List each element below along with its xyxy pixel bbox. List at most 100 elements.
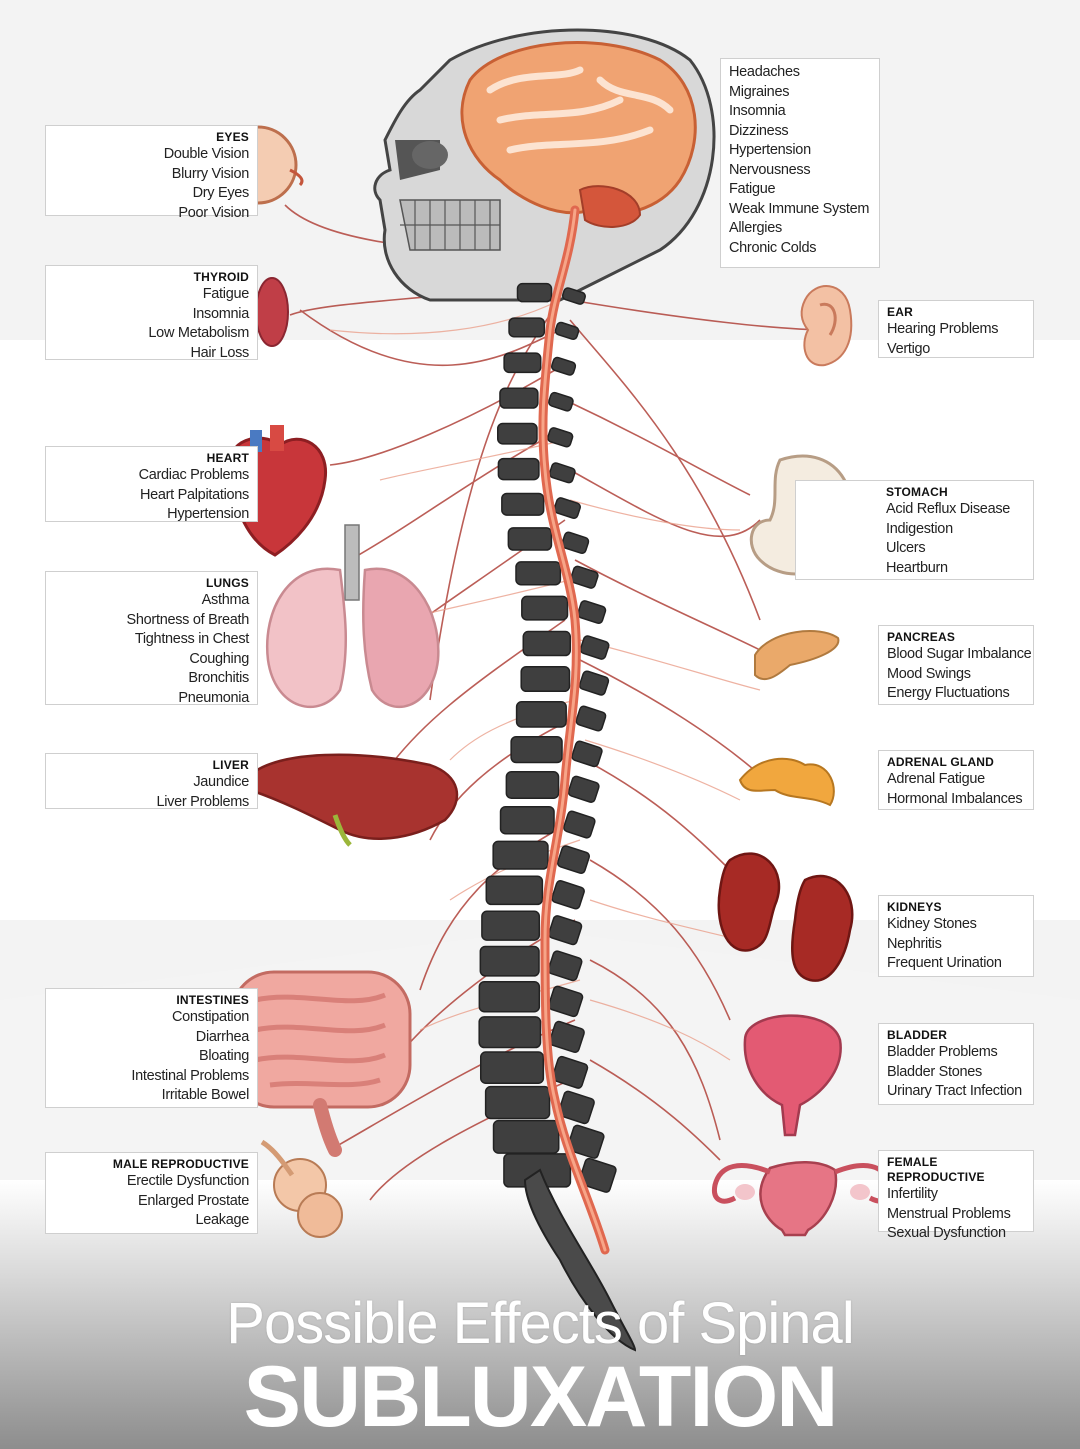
vertebra-process xyxy=(577,600,607,625)
adrenal-item: Adrenal Fatigue xyxy=(887,771,985,787)
male-reproductive-item: Enlarged Prostate xyxy=(138,1192,249,1209)
heart-box: HEART Cardiac Problems Heart Palpitation… xyxy=(45,446,258,522)
vertebra xyxy=(485,875,544,906)
liver-item: Jaundice xyxy=(193,774,249,790)
vertebra-process xyxy=(570,565,599,589)
female-reproductive-heading: FEMALE REPRODUCTIVE xyxy=(887,1155,985,1184)
intestines-item: Intestinal Problems xyxy=(131,1067,249,1084)
thyroid-item: Insomnia xyxy=(192,305,250,322)
brain-item: Weak Immune System xyxy=(729,200,870,217)
eyes-item: Double Vision xyxy=(163,146,250,162)
vertebra-process xyxy=(571,740,603,768)
vertebra xyxy=(497,457,540,481)
vertebra xyxy=(522,630,572,657)
vertebra xyxy=(516,282,553,303)
vertebra xyxy=(497,422,538,445)
sacrum xyxy=(523,1168,637,1352)
brain-item: Headaches xyxy=(729,64,800,80)
pancreas-item: Energy Fluctuations xyxy=(887,685,1010,701)
thyroid-heading: THYROID xyxy=(193,270,249,284)
vertebra-process xyxy=(557,1090,595,1125)
liver-item: Liver Problems xyxy=(156,793,250,810)
adrenal-item: Hormonal Imbalances xyxy=(887,790,1023,807)
bladder-box: BLADDER Bladder Problems Bladder Stones … xyxy=(878,1023,1034,1105)
vertebra-process xyxy=(550,356,577,376)
liver-illustration xyxy=(248,753,459,847)
vertebra xyxy=(478,980,541,1013)
female-reproductive-illustration xyxy=(711,1160,894,1237)
male-reproductive-item: Leakage xyxy=(195,1212,249,1228)
intestines-heading: INTESTINES xyxy=(176,993,249,1007)
adrenal-box: ADRENAL GLAND Adrenal Fatigue Hormonal I… xyxy=(878,750,1034,810)
lungs-item: Pneumonia xyxy=(178,689,249,706)
intestines-item: Irritable Bowel xyxy=(161,1087,250,1103)
kidneys-box: KIDNEYS Kidney Stones Nephritis Frequent… xyxy=(878,895,1034,977)
ear-item: Vertigo xyxy=(887,340,931,357)
brain-item: Dizziness xyxy=(729,122,789,139)
brain-item: Insomnia xyxy=(729,103,786,119)
vertebra-process xyxy=(561,531,590,555)
pancreas-illustration xyxy=(754,630,840,681)
adrenal-illustration xyxy=(738,757,835,807)
heart-item: Cardiac Problems xyxy=(138,467,250,483)
brain-item: Migraines xyxy=(729,83,790,100)
vertebra xyxy=(478,1016,542,1049)
kidneys-item: Frequent Urination xyxy=(887,955,1002,971)
eyes-item: Poor Vision xyxy=(178,204,249,221)
intestines-item: Bloating xyxy=(199,1048,249,1064)
female-reproductive-item: Menstrual Problems xyxy=(887,1205,1011,1222)
vertebra-process xyxy=(578,1157,617,1193)
bladder-illustration xyxy=(743,1014,842,1137)
bladder-heading: BLADDER xyxy=(887,1028,948,1042)
lungs-item: Shortness of Breath xyxy=(126,611,250,628)
vertebra xyxy=(508,317,546,338)
vertebra xyxy=(481,910,541,941)
ear-box: EAR Hearing Problems Vertigo xyxy=(878,300,1034,358)
eyes-item: Blurry Vision xyxy=(171,165,250,182)
brain-box: Headaches Migraines Insomnia Dizziness H… xyxy=(720,58,880,268)
vertebra xyxy=(499,805,555,835)
vertebra-process xyxy=(563,810,596,839)
pancreas-box: PANCREAS Blood Sugar Imbalance Mood Swin… xyxy=(878,625,1034,705)
brain xyxy=(460,41,697,228)
vertebra-process xyxy=(548,462,576,484)
vertebra xyxy=(492,1119,560,1154)
kidneys-item: Nephritis xyxy=(887,935,942,952)
intestines-item: Diarrhea xyxy=(195,1028,250,1045)
female-reproductive-box: FEMALE REPRODUCTIVE Infertility Menstrua… xyxy=(878,1150,1034,1241)
vertebra-process xyxy=(551,880,585,910)
vertebra xyxy=(505,771,560,799)
vertebra-process xyxy=(551,1055,589,1089)
thyroid-item: Low Metabolism xyxy=(148,325,249,341)
thyroid-item: Fatigue xyxy=(202,286,250,302)
lungs-item: Tightness in Chest xyxy=(134,631,249,647)
eyes-heading: EYES xyxy=(216,130,249,144)
title-line-1: Possible Effects of Spinal xyxy=(226,1291,854,1356)
kidneys-heading: KIDNEYS xyxy=(887,900,942,914)
stomach-item: Acid Reflux Disease xyxy=(886,501,1011,517)
brain-item: Nervousness xyxy=(729,161,811,178)
vertebra-process xyxy=(566,1124,605,1159)
female-reproductive-item: Sexual Dysfunction xyxy=(887,1225,1006,1241)
heart-item: Hypertension xyxy=(167,506,249,522)
lungs-item: Bronchitis xyxy=(188,670,249,686)
bladder-item: Bladder Problems xyxy=(887,1044,998,1060)
liver-box: LIVER Jaundice Liver Problems xyxy=(45,753,258,810)
eyes-box: EYES Double Vision Blurry Vision Dry Eye… xyxy=(45,125,258,221)
vertebral-column xyxy=(478,282,617,1193)
vertebra-process xyxy=(579,635,610,660)
ear-item: Hearing Problems xyxy=(887,321,999,337)
vertebra xyxy=(520,665,571,693)
male-reproductive-illustration xyxy=(260,1139,343,1238)
vertebra-process xyxy=(554,321,580,341)
heart-heading: HEART xyxy=(206,451,249,465)
lungs-item: Asthma xyxy=(201,592,250,608)
thyroid-box: THYROID Fatigue Insomnia Low Metabolism … xyxy=(45,265,258,361)
vertebra xyxy=(515,701,567,728)
vertebra-process xyxy=(556,845,591,874)
ear-heading: EAR xyxy=(887,305,913,319)
lungs-illustration xyxy=(265,524,440,708)
stomach-item: Indigestion xyxy=(886,520,953,537)
male-reproductive-item: Erectile Dysfunction xyxy=(126,1173,249,1189)
brain-item: Chronic Colds xyxy=(729,239,817,256)
